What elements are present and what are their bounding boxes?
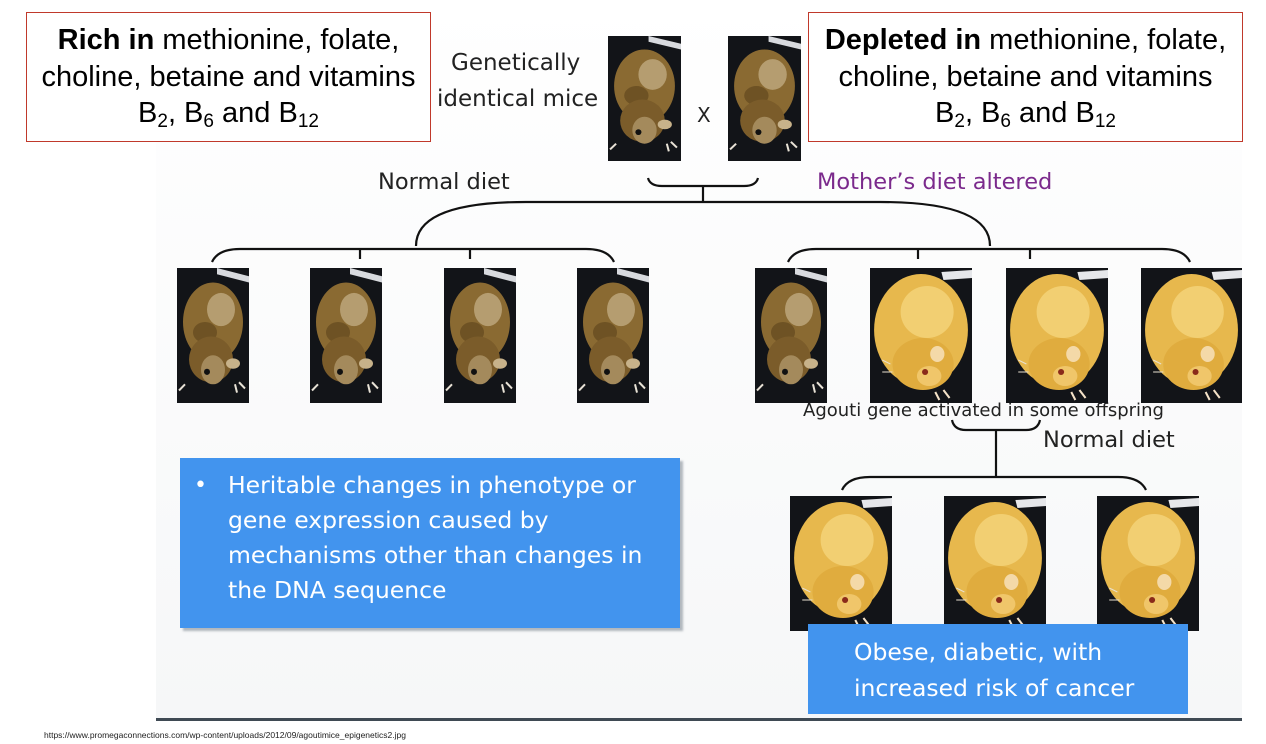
rich-text-2: , B [167,97,204,130]
altered-diet-brace [787,247,1191,263]
normal-offspring-mouse-2 [310,268,382,403]
altered-offspring-mouse-4 [1141,268,1242,403]
normal-offspring-mouse-3 [444,268,516,403]
normal-diet-brace [211,247,615,263]
altered-diet-label: Mother’s diet altered [817,169,1053,195]
epigenetics-definition-box: • Heritable changes in phenotype or gene… [180,458,680,628]
sub-b2: 2 [157,111,168,133]
slide-bottom-rule [156,718,1242,721]
outcome-box: Obese, diabetic, with increased risk of … [808,624,1188,714]
bullet-icon: • [194,473,207,498]
normal-diet-label: Normal diet [378,169,510,195]
normal-offspring-mouse-1 [177,268,249,403]
sub-b6: 6 [203,111,214,133]
rich-diet-note: Rich in methionine, folate, choline, bet… [26,12,431,142]
depleted-text-2: , B [964,97,1001,130]
altered-offspring-mouse-2 [870,268,972,403]
normal-offspring-mouse-4 [577,268,649,403]
parent-mouse-2 [728,36,801,161]
definition-text: Heritable changes in phenotype or gene e… [228,471,643,604]
second-gen-diet-label: Normal diet [1043,427,1175,453]
split-curve [414,200,992,247]
second-gen-mouse-2 [944,496,1046,631]
outcome-line-1: Obese, diabetic, with [854,638,1103,666]
sub-b2: 2 [954,111,965,133]
cross-symbol: X [697,103,711,127]
sub-b12: 12 [297,111,319,133]
depleted-text-3: and B [1010,97,1095,130]
second-gen-brace [841,475,1147,491]
parents-label-line1: Genetically [451,50,581,76]
agouti-brace [950,419,1042,432]
agouti-activation-label: Agouti gene activated in some offspring [803,400,1164,421]
depleted-diet-note: Depleted in methionine, folate, choline,… [808,12,1243,142]
altered-offspring-mouse-1 [755,268,827,403]
rich-label: Rich in [57,24,155,57]
sub-b6: 6 [1000,111,1011,133]
depleted-label: Depleted in [824,24,982,57]
parents-label-line2: identical mice [437,86,599,112]
rich-text: methionine, folate, choline, betaine and… [41,24,416,130]
parent-brace [646,177,760,188]
rich-text-3: and B [213,97,298,130]
sub-b12: 12 [1094,111,1116,133]
parent-mouse-1 [608,36,681,161]
depleted-text: methionine, folate, choline, betaine and… [838,24,1227,130]
source-url: https://www.promegaconnections.com/wp-co… [44,730,406,740]
outcome-line-2: increased risk of cancer [854,674,1135,702]
second-gen-mouse-3 [1097,496,1199,631]
altered-offspring-mouse-3 [1006,268,1108,403]
second-gen-mouse-1 [790,496,892,631]
